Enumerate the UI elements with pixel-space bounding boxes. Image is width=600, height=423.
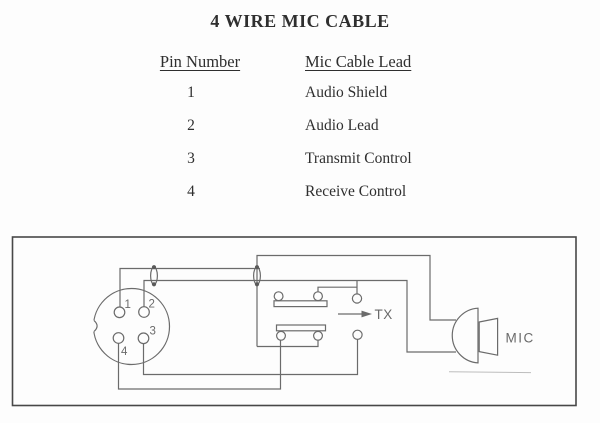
mic-label: MIC xyxy=(506,331,535,346)
pin-number-cell: 4 xyxy=(187,183,195,200)
column-header-mic-cable-lead: Mic Cable Lead xyxy=(305,52,412,71)
connector-circle xyxy=(92,287,171,366)
pin-number-cell: 1 xyxy=(187,84,195,101)
wiring-diagram: 1 2 3 4 TX MIC xyxy=(11,236,577,407)
page-title: 4 WIRE MIC CABLE xyxy=(210,11,390,31)
pin-number-cell: 3 xyxy=(187,150,195,167)
connector-keyway-notch xyxy=(93,320,98,332)
wire-pin3-transmit xyxy=(142,339,359,376)
mic-dome xyxy=(451,307,479,364)
cable-lead-cell: Transmit Control xyxy=(305,150,412,167)
cable-lead-cell: Audio Shield xyxy=(305,84,388,101)
switch-lower-bar xyxy=(275,324,327,332)
tx-label: TX xyxy=(375,307,393,322)
pin-4-label: 4 xyxy=(121,346,128,358)
shield-junction-dots xyxy=(151,265,260,287)
cable-lead-cell: Audio Lead xyxy=(305,117,379,134)
pin-1-label: 1 xyxy=(125,299,131,311)
pin-2-label: 2 xyxy=(149,299,155,311)
scan-artifact-line xyxy=(448,371,532,374)
pin-3-label: 3 xyxy=(150,326,156,338)
pin-number-cell: 2 xyxy=(187,117,195,134)
wire-pin1-shield xyxy=(119,267,260,307)
shield-loop-left xyxy=(150,266,159,285)
pin-3-circle xyxy=(137,332,150,345)
wire-shield-to-lower-bar xyxy=(257,340,319,348)
contact-point-top xyxy=(351,293,363,304)
diagram-border xyxy=(11,236,577,407)
switch-lower-right-contact xyxy=(313,330,324,341)
pin-1-circle xyxy=(113,306,126,319)
mic-horn xyxy=(478,317,499,356)
wire-pin2-audio-lead xyxy=(143,279,456,353)
switch-lower-left-contact xyxy=(276,330,287,341)
cable-lead-cell: Receive Control xyxy=(305,183,407,200)
pin-2-circle xyxy=(138,306,150,318)
switch-upper-bar xyxy=(273,300,328,308)
wire-pin4-receive xyxy=(117,340,282,390)
column-header-pin-number: Pin Number xyxy=(159,52,241,71)
wire-upper-bar-to-contact xyxy=(317,286,357,292)
switch-upper-left-contact xyxy=(273,291,284,302)
pin-4-circle xyxy=(112,332,125,344)
tx-arrow-head xyxy=(361,310,372,318)
contact-point-bottom xyxy=(352,329,363,340)
switch-upper-right-contact xyxy=(313,291,324,302)
